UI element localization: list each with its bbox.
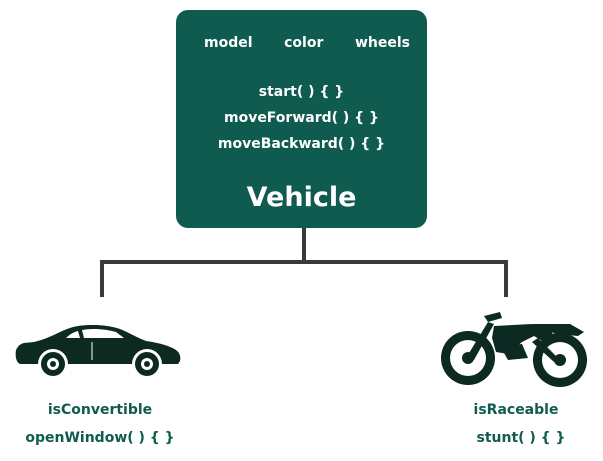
vehicle-class-box: model color wheels start( ) { } moveForw… [176, 10, 427, 228]
stunt-method-label: stunt( ) { } [476, 430, 566, 446]
field-wheels: wheels [354, 35, 410, 51]
sports-car-icon [15, 325, 181, 376]
field-list: model color wheels [176, 35, 427, 51]
connector-left-branch [100, 260, 104, 297]
connector-right-branch [504, 260, 508, 297]
raceable-property-label: isRaceable [473, 402, 559, 418]
method-move-backward: moveBackward( ) { } [217, 136, 386, 152]
method-move-forward: moveForward( ) { } [223, 110, 379, 126]
method-start: start( ) { } [258, 84, 345, 100]
connector-trunk [302, 228, 306, 262]
method-list: start( ) { } moveForward( ) { } moveBack… [176, 79, 427, 157]
open-window-method-label: openWindow( ) { } [25, 430, 175, 446]
connector-crossbar [100, 260, 508, 264]
field-model: model [204, 35, 253, 51]
field-color: color [284, 35, 324, 51]
motorcycle-icon [441, 312, 587, 387]
class-title: Vehicle [246, 182, 357, 213]
convertible-property-label: isConvertible [47, 402, 153, 418]
